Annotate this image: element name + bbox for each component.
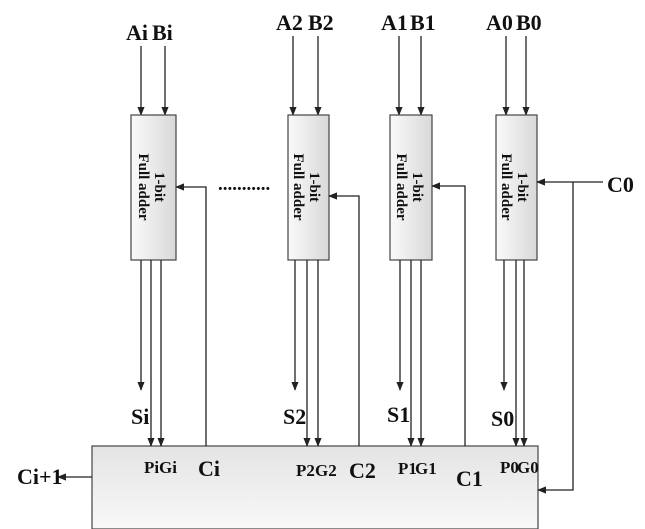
carry-label: C2 [349,458,376,483]
input-b-label: B1 [410,10,436,35]
carry-in-label: C0 [607,172,634,197]
input-b-label: B0 [516,10,542,35]
generate-label: G2 [315,461,337,480]
sum-label: S1 [387,402,410,427]
generate-label: G1 [415,459,437,478]
carry-label: Ci [198,456,220,481]
sum-label: S2 [283,404,306,429]
adder-0: A0 B0 1-bit Full adder S0 P0 G0 [486,10,542,477]
carry-lookahead-block [91,445,539,529]
full-adder-box [287,114,330,261]
full-adder-box [495,114,538,261]
generate-label: G0 [517,458,539,477]
adder-i: Ai Bi 1-bit Full adder Si Pi Gi Ci [126,20,220,481]
adder-1: A1 B1 1-bit Full adder S1 P1 G1 C1 [381,10,483,491]
adder-label-bottom: Full adder [393,153,409,220]
adder-label-top: 1-bit [306,172,322,202]
input-a-label: A0 [486,10,513,35]
carry-out-label: Ci+1 [17,464,63,489]
adder-label-bottom: Full adder [135,153,151,220]
input-a-label: A1 [381,10,408,35]
input-a-label: Ai [126,20,148,45]
carry-in-wire [175,183,207,446]
carry-in-wire [328,192,360,446]
adder-label-top: 1-bit [151,172,167,202]
input-b-label: B2 [308,10,334,35]
adder-label-top: 1-bit [514,172,530,202]
adder-label-bottom: Full adder [498,153,514,220]
propagate-label: P2 [296,461,315,480]
propagate-label: P1 [398,459,417,478]
input-b-label: Bi [152,20,173,45]
full-adder-box [130,114,177,261]
adder-2: A2 B2 1-bit Full adder S2 P2 G2 C2 [276,10,376,483]
input-a-label: A2 [276,10,303,35]
carry-in-wire [431,182,466,446]
sum-label: Si [131,404,149,429]
carry-in-c0-to-cla-wire [537,182,574,494]
adder-label-top: 1-bit [409,172,425,202]
generate-label: Gi [159,458,177,477]
propagate-label: Pi [144,458,159,477]
propagate-label: P0 [500,458,519,477]
ellipsis: ........... [218,174,270,195]
carry-label: C1 [456,466,483,491]
sum-label: S0 [491,406,514,431]
adder-label-bottom: Full adder [290,153,306,220]
